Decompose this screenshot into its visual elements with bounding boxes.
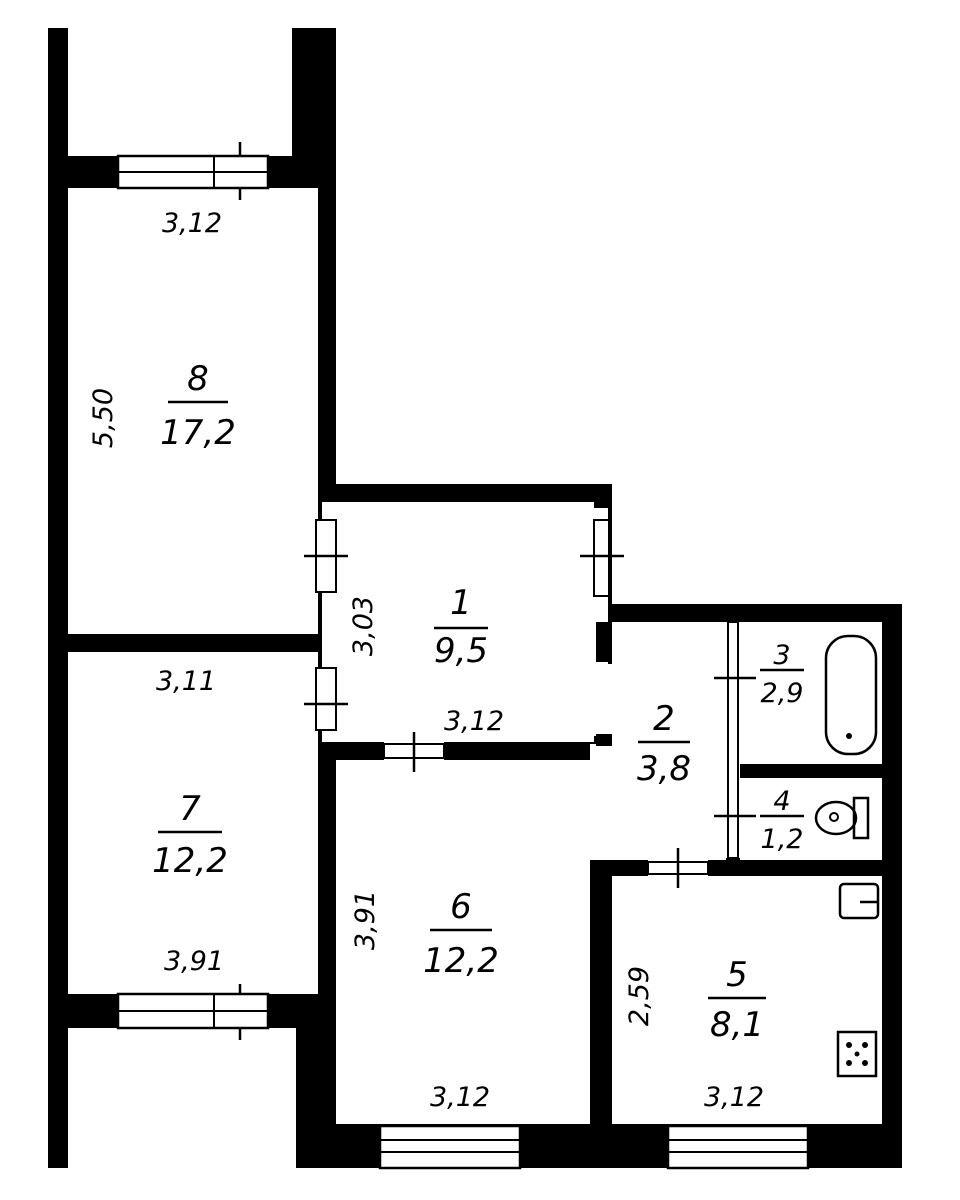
dim-room-1-length: 3,03	[348, 596, 379, 656]
dim-room-7-width-top: 3,11	[156, 666, 216, 697]
room-8-area: 17,2	[160, 413, 236, 453]
fraction-bars	[158, 400, 804, 1000]
door-marks	[238, 142, 756, 1040]
room-7-area: 12,2	[152, 841, 228, 881]
room-3-number: 3	[773, 640, 790, 671]
room-2-area: 3,8	[637, 749, 691, 789]
room-1-area: 9,5	[434, 631, 488, 671]
toilet-icon	[814, 796, 870, 840]
dimension-labels: 3,12 5,50 3,11 3,91 3,03 3,12 3,91 3,12 …	[88, 208, 764, 1113]
room-6-number: 6	[450, 887, 472, 927]
room-4-number: 4	[773, 786, 790, 817]
dim-room-1-width: 3,12	[444, 706, 504, 737]
balcony-top	[68, 28, 292, 156]
dim-room-8-length: 5,50	[88, 388, 119, 448]
dim-room-5-width: 3,12	[704, 1082, 764, 1113]
room-3	[740, 622, 882, 764]
dim-room-5-length: 2,59	[624, 966, 655, 1026]
room-6-area: 12,2	[423, 941, 499, 981]
room-1-number: 1	[450, 583, 472, 623]
room-7-number: 7	[179, 789, 201, 829]
window-room-5	[666, 1124, 810, 1170]
room-8-number: 8	[187, 359, 209, 399]
dim-room-7-width-bottom: 3,91	[164, 946, 224, 977]
walls	[48, 28, 902, 1168]
windows	[116, 154, 810, 1170]
room-labels: 8 17,2 7 12,2 1 9,5 6 12,2 2 3,8 3 2,9 4…	[152, 359, 803, 1045]
stove-icon	[836, 1030, 878, 1078]
bathtub-icon	[824, 634, 878, 756]
room-6	[336, 760, 590, 1124]
room-8	[68, 188, 318, 634]
window-room-6	[378, 1124, 522, 1170]
room-4-area: 1,2	[761, 824, 804, 855]
room-4	[740, 778, 882, 860]
dim-room-6-width: 3,12	[430, 1082, 490, 1113]
room-1	[336, 502, 594, 742]
room-5	[612, 876, 882, 1124]
room-5-number: 5	[726, 955, 748, 995]
room-2-number: 2	[653, 699, 675, 739]
dim-room-6-length: 3,91	[350, 890, 381, 950]
sink-icon	[838, 882, 880, 920]
room-7	[68, 652, 318, 994]
dim-room-8-width: 3,12	[162, 208, 222, 239]
room-5-area: 8,1	[710, 1005, 764, 1045]
room-3-area: 2,9	[761, 678, 804, 709]
balcony-bottom	[68, 1028, 296, 1168]
